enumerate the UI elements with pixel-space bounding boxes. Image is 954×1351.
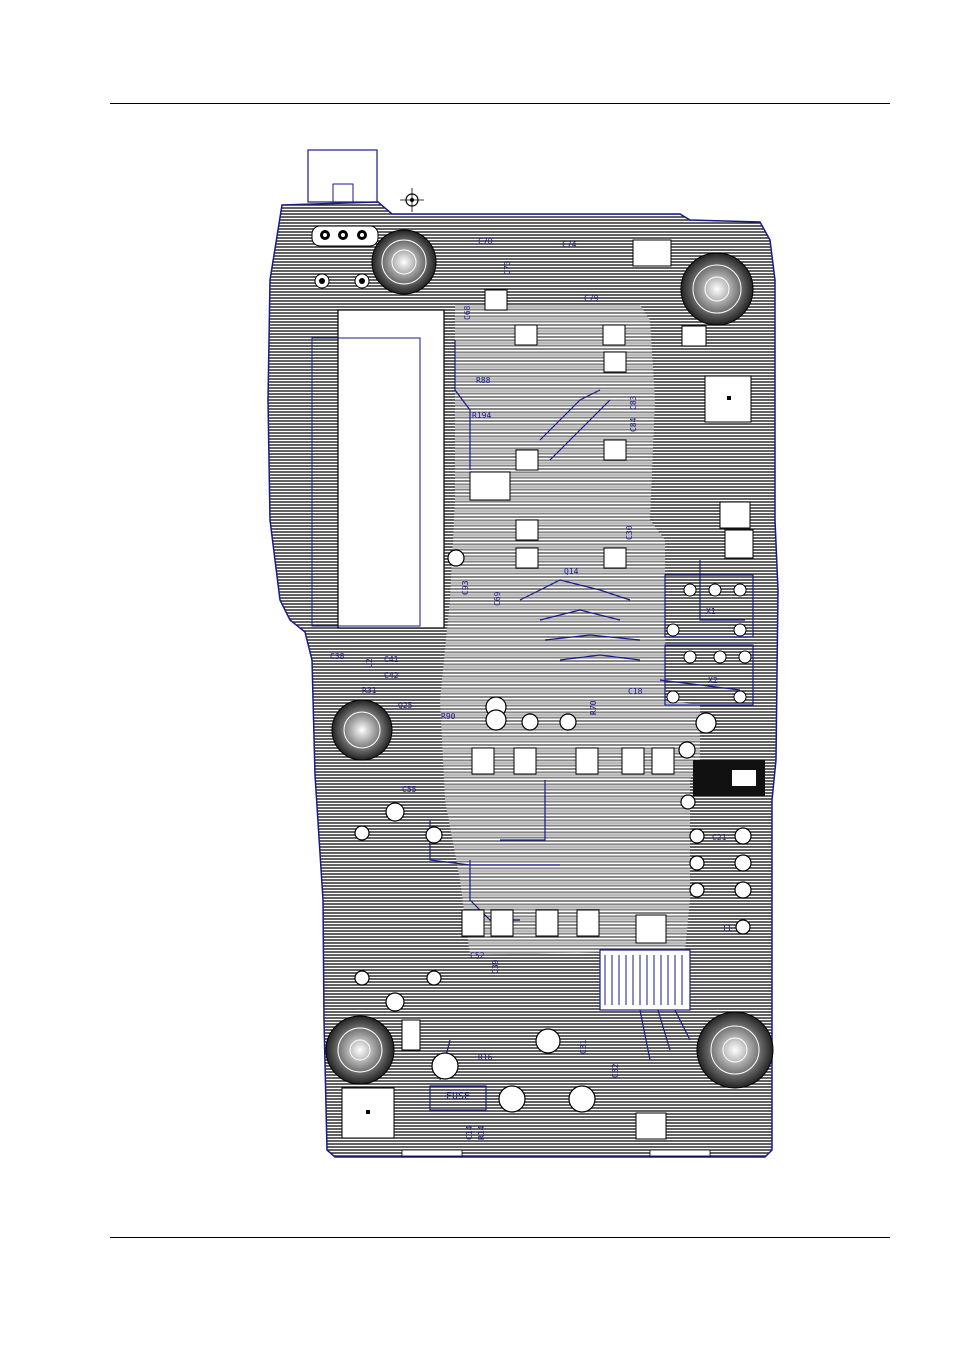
label-c93: C93 bbox=[461, 580, 470, 595]
routing-area bbox=[440, 305, 700, 955]
label-r90: R90 bbox=[441, 712, 456, 721]
component-labels: C70 C74 C73 C79 C68 R88 R194 C83 C84 C30… bbox=[330, 237, 732, 1140]
label-c52: C52 bbox=[470, 951, 485, 960]
label-c32: C32 bbox=[611, 1063, 620, 1078]
label-q14: Q14 bbox=[564, 567, 579, 576]
label-r194: R194 bbox=[472, 411, 491, 420]
ic-qfp bbox=[599, 949, 691, 1011]
speaker-pad-top-right bbox=[680, 252, 754, 326]
label-c38: C38 bbox=[330, 652, 345, 661]
label-c31: C31 bbox=[579, 1039, 588, 1054]
footer-rule bbox=[110, 1237, 890, 1238]
label-c73: C73 bbox=[503, 260, 512, 275]
label-c14: C14 bbox=[465, 1125, 474, 1140]
label-c21: C21 bbox=[712, 833, 727, 842]
label-t1: T1 bbox=[722, 924, 732, 933]
label-c70: C70 bbox=[478, 237, 493, 246]
label-r70: R70 bbox=[589, 700, 598, 715]
crystal-x1 bbox=[664, 574, 754, 638]
label-c30: C30 bbox=[625, 525, 634, 540]
label-r31: R31 bbox=[362, 686, 377, 695]
label-c69: C69 bbox=[493, 591, 502, 606]
label-c74: C74 bbox=[562, 240, 577, 249]
label-r16: R16 bbox=[478, 1053, 493, 1062]
label-r14: R14 bbox=[477, 1125, 486, 1140]
label-q25: Q25 bbox=[398, 701, 413, 710]
traces bbox=[429, 340, 745, 1081]
label-c18: C18 bbox=[628, 687, 643, 696]
fuse-outline bbox=[429, 1085, 487, 1111]
label-c42: C42 bbox=[384, 671, 399, 680]
label-l2: L2 bbox=[365, 658, 374, 668]
label-r88: R88 bbox=[476, 376, 491, 385]
smd-pads bbox=[401, 239, 754, 1140]
label-c83: C83 bbox=[629, 395, 638, 410]
header-rule bbox=[110, 103, 890, 104]
label-x1: X1 bbox=[706, 607, 716, 616]
label-x2: X2 bbox=[708, 676, 718, 685]
speaker-pad-bottom-right bbox=[696, 1011, 774, 1089]
display-window bbox=[337, 309, 445, 629]
crystal-x2 bbox=[664, 644, 754, 706]
speaker-pad-top-left bbox=[371, 229, 437, 295]
speaker-pad-bottom-left bbox=[325, 1015, 395, 1085]
pad-square-right bbox=[704, 375, 752, 423]
top-connector bbox=[307, 149, 378, 203]
connector-pads bbox=[311, 225, 379, 289]
label-c39: C39 bbox=[491, 959, 500, 974]
label-fuse: FUSE bbox=[446, 1091, 470, 1102]
label-c79: C79 bbox=[584, 294, 599, 303]
speaker-pad-mid-left bbox=[331, 699, 393, 761]
label-c41: C41 bbox=[384, 655, 399, 664]
label-c84: C84 bbox=[629, 417, 638, 432]
fiducial-mark bbox=[400, 188, 424, 212]
label-c55: C55 bbox=[402, 785, 417, 794]
through-hole-pads bbox=[354, 549, 752, 1113]
label-c68: C68 bbox=[463, 305, 472, 320]
